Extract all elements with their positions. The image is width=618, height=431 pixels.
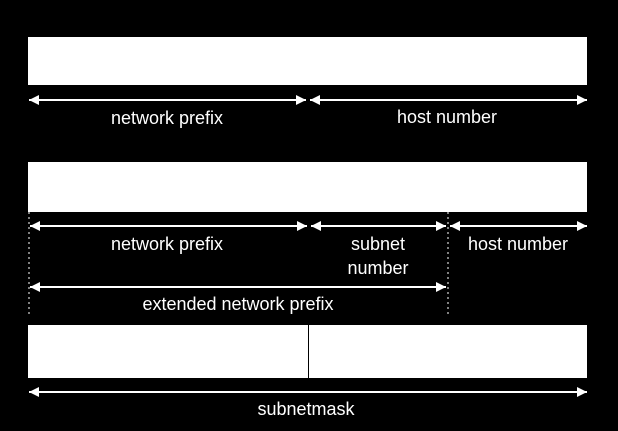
network-prefix-label-1: network prefix: [111, 108, 223, 128]
subnet-number-label-line1: subnet: [351, 234, 405, 254]
subnet-number-label-line2: number: [347, 258, 408, 278]
subnetmask-bar: [28, 325, 587, 378]
network-prefix-label-2: network prefix: [111, 234, 223, 254]
host-number-label-2: host number: [468, 234, 568, 254]
address-bar-2: [28, 162, 587, 212]
subnetmask-label: subnetmask: [257, 399, 355, 419]
address-bar-1: [28, 37, 587, 85]
host-number-label-1: host number: [397, 107, 497, 127]
extended-network-prefix-label: extended network prefix: [142, 294, 333, 314]
